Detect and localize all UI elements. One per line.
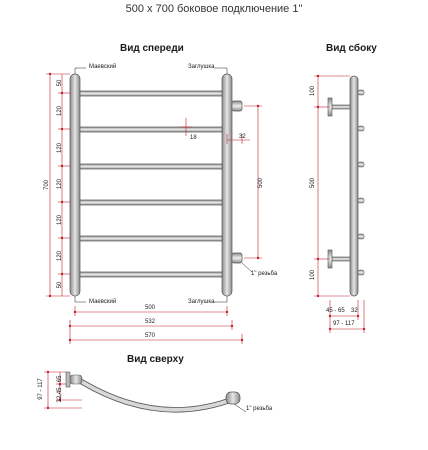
side-view xyxy=(314,74,366,333)
dim-step: 120 xyxy=(57,251,63,262)
dim-axis-height: 500 xyxy=(258,178,264,189)
top-left-mount xyxy=(69,374,83,385)
mount-arm-bottom xyxy=(331,256,351,262)
side-dim-top: 100 xyxy=(310,86,316,97)
dim-top-offset: 50 xyxy=(57,79,63,87)
thread-label: 1" резьба xyxy=(251,271,278,277)
front-view-heading: Вид спереди xyxy=(120,43,184,54)
top-dim-total: 97 - 117 xyxy=(38,378,44,400)
mount-arm-top xyxy=(331,104,351,110)
dim-width-500: 500 xyxy=(145,305,156,311)
left-riser xyxy=(69,73,81,297)
side-dim-depth1: 45 - 65 xyxy=(326,308,345,314)
bottom-outlet xyxy=(231,252,243,264)
top-right-connector xyxy=(225,391,241,405)
top-outlet xyxy=(231,100,243,112)
rungs xyxy=(79,90,223,278)
side-dim-bottom: 100 xyxy=(310,270,316,281)
right-riser xyxy=(221,73,233,297)
dim-width-570: 570 xyxy=(145,333,156,339)
plug-bottom-label: Заглушка xyxy=(188,299,215,305)
rung xyxy=(79,235,223,242)
drawing-title: 500 x 700 боковое подключение 1" xyxy=(125,3,303,15)
rung xyxy=(79,199,223,206)
top-thread-label: 1" резьба xyxy=(246,406,273,412)
dim-step: 120 xyxy=(57,106,63,117)
dim-total-height: 700 xyxy=(44,180,50,191)
top-rung-arc xyxy=(80,380,238,412)
dim-bottom-offset: 50 xyxy=(57,281,63,289)
dim-step: 120 xyxy=(57,215,63,226)
dim-step: 120 xyxy=(57,179,63,190)
rung xyxy=(79,90,223,97)
dim-width-532: 532 xyxy=(145,319,156,325)
dim-step: 120 xyxy=(57,143,63,154)
rung xyxy=(79,126,223,133)
dim-tube-offset: 32 xyxy=(239,134,246,140)
mayevsky-bottom-label: Маевский xyxy=(89,299,117,305)
mayevsky-top-label: Маевский xyxy=(89,64,117,70)
dim-rung-diameter: 18 xyxy=(190,135,197,141)
side-dim-depth2: 97 - 117 xyxy=(333,321,355,327)
side-view-heading: Вид сбоку xyxy=(326,43,377,54)
top-view-heading: Вид сверху xyxy=(127,354,184,365)
top-dim-depth: 32,45 - 65 xyxy=(57,375,63,403)
rung xyxy=(79,271,223,278)
rung xyxy=(79,163,223,170)
top-view xyxy=(44,370,247,413)
plug-top-label: Заглушка xyxy=(188,64,215,70)
side-dim-depth1b: 32 xyxy=(351,308,358,314)
front-view xyxy=(46,67,262,344)
side-dim-middle: 500 xyxy=(310,178,316,189)
side-riser xyxy=(349,75,359,297)
